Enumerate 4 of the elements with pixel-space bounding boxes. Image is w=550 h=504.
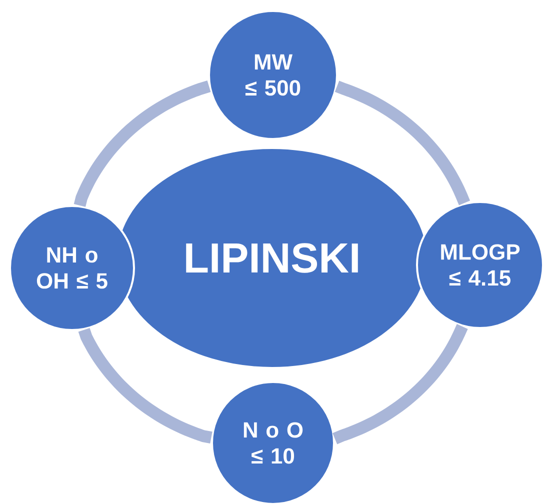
ring-arc [332, 324, 468, 444]
ring-arc [74, 80, 211, 207]
ring-arc [78, 328, 212, 444]
ring-arc [334, 80, 470, 206]
